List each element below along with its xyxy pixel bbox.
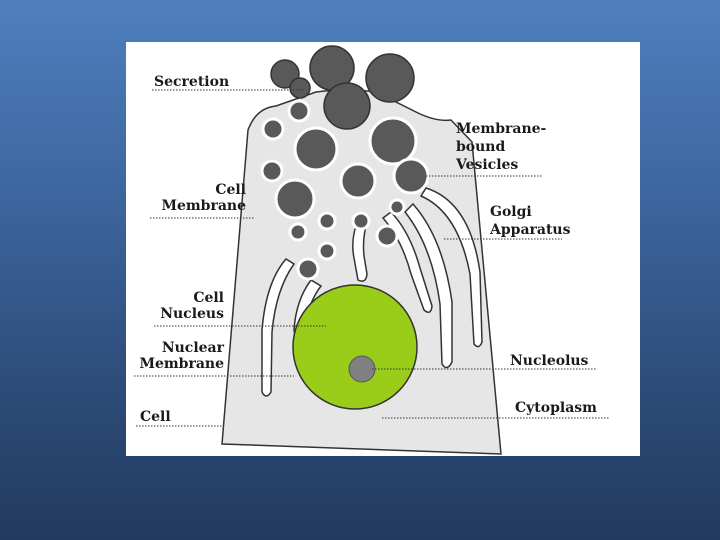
- nucleolus: [348, 355, 376, 383]
- vesicle: [296, 257, 320, 281]
- vesicle: [392, 157, 430, 195]
- vesicle: [274, 178, 316, 220]
- golgi-channel-1: [261, 258, 296, 397]
- label-cell: Cell: [140, 409, 171, 425]
- vesicle: [288, 222, 308, 242]
- secretion-granule: [323, 82, 371, 130]
- golgi-channel-6: [419, 187, 483, 348]
- label-golgi-apparatus: Golgi Apparatus: [490, 204, 571, 238]
- cell-diagram: [134, 45, 610, 455]
- vesicle: [351, 211, 371, 231]
- label-cytoplasm: Cytoplasm: [515, 400, 597, 416]
- vesicle: [317, 241, 337, 261]
- label-secretion: Secretion: [154, 74, 230, 90]
- vesicle: [388, 198, 406, 216]
- leader-lines: [134, 89, 610, 427]
- label-cell-nucleus: Cell Nucleus: [160, 290, 224, 322]
- golgi-channel-4: [381, 210, 433, 313]
- label-membrane-bound-vesicles: Membrane- bound Vesicles: [456, 121, 547, 173]
- label-nucleolus: Nucleolus: [510, 353, 589, 369]
- vesicle: [368, 116, 418, 166]
- golgi-channel-3: [352, 217, 370, 282]
- vesicle: [260, 159, 284, 183]
- label-nuclear-membrane: Nuclear Membrane: [139, 340, 224, 372]
- vesicle: [261, 117, 285, 141]
- golgi-channel-5: [403, 202, 453, 369]
- vesicle: [339, 162, 377, 200]
- label-cell-membrane: Cell Membrane: [161, 182, 246, 214]
- vesicle: [375, 224, 399, 248]
- cell-nucleus: [292, 284, 418, 410]
- vesicle: [287, 99, 311, 123]
- secretion-granule: [289, 77, 311, 99]
- vesicles: [260, 45, 430, 281]
- vesicle: [293, 126, 339, 172]
- vesicle: [317, 211, 337, 231]
- diagram-panel: Secretion Cell Membrane Cell Nucleus Nuc…: [126, 42, 640, 456]
- secretion-granule: [365, 53, 415, 103]
